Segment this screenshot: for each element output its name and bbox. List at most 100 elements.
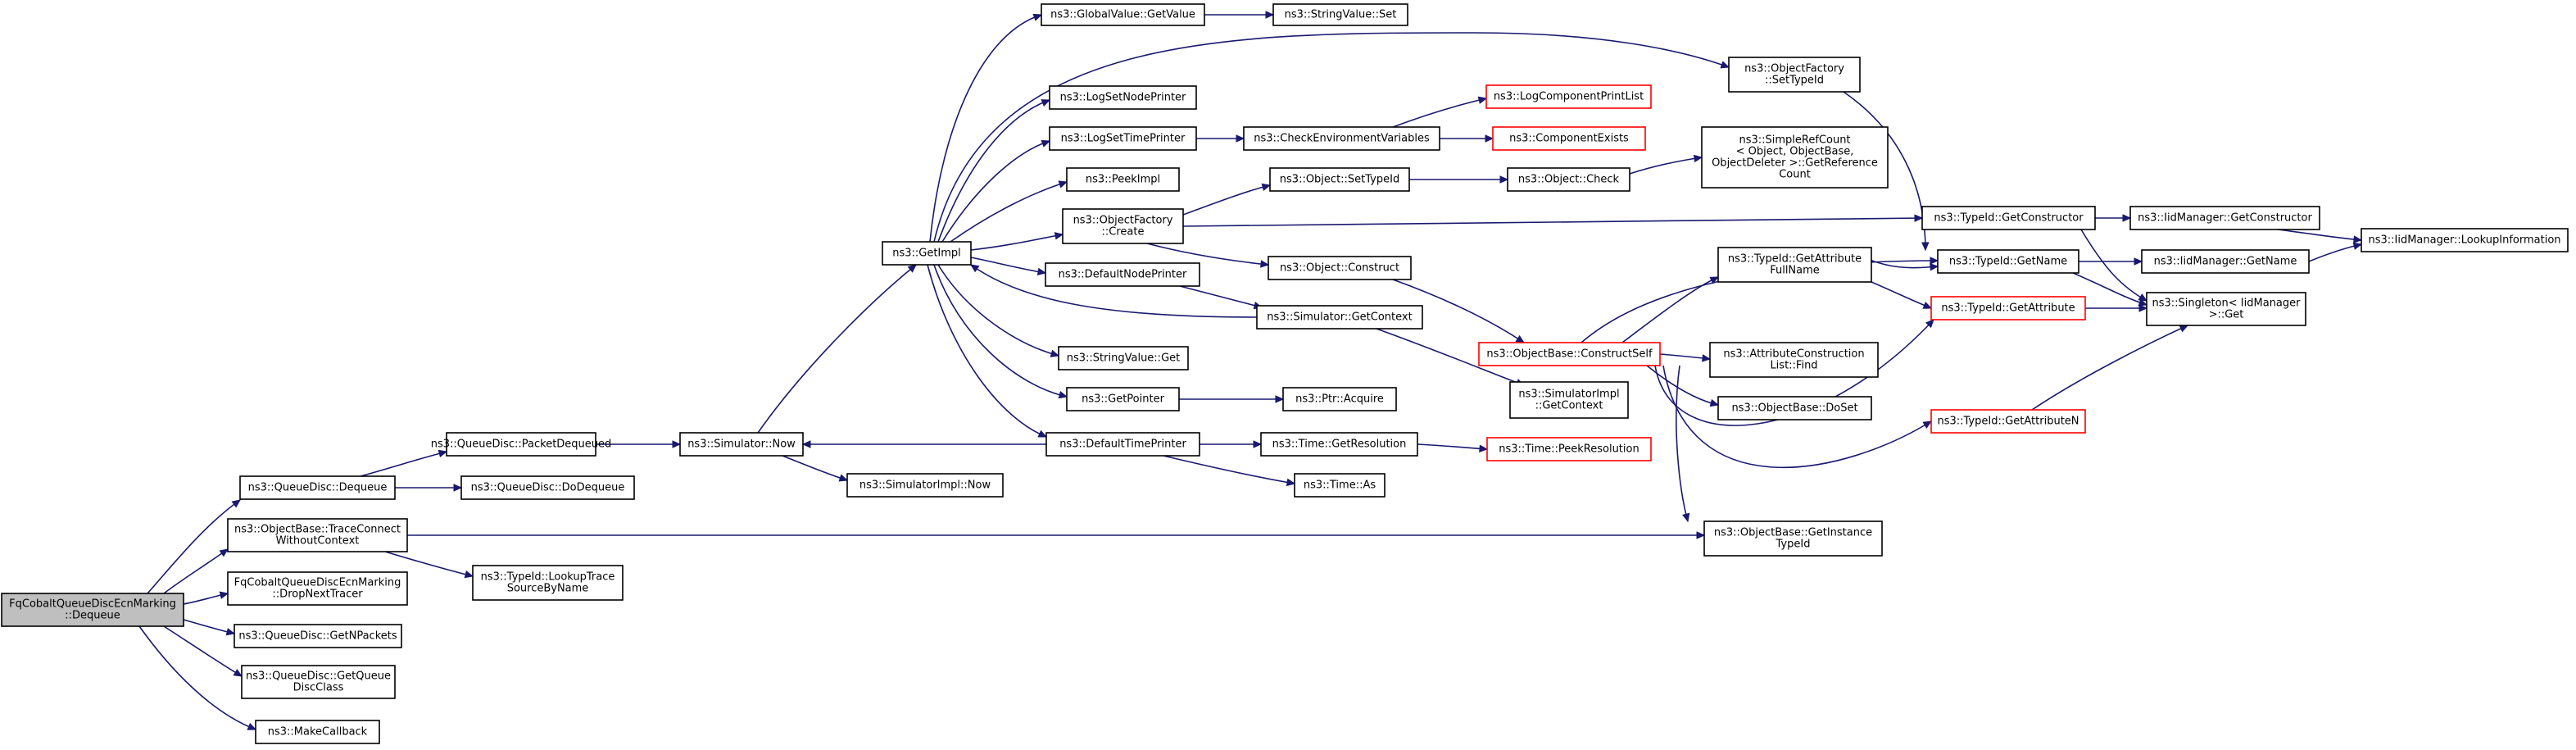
node-make-callback[interactable]: ns3::MakeCallback (255, 720, 380, 744)
node-object-factory-create[interactable]: ns3::ObjectFactory::Create (1062, 208, 1184, 244)
node-sim-now[interactable]: ns3::Simulator::Now (679, 432, 804, 457)
edge-object_factory_create-to-object_set_type_id (1182, 183, 1272, 216)
node-iid-lookup-information[interactable]: ns3::IidManager::LookupInformation (2361, 228, 2569, 252)
edge-line (927, 264, 1047, 438)
node-log-component-print-list[interactable]: ns3::LogComponentPrintList (1485, 84, 1652, 109)
node-string-value-get[interactable]: ns3::StringValue::Get (1058, 346, 1189, 370)
edge-get_impl-to-object_factory_create (970, 232, 1064, 251)
node-label: ns3::TypeId::GetAttribute (1728, 253, 1862, 266)
node-typeid-get-attribute[interactable]: ns3::TypeId::GetAttribute (1930, 296, 2086, 320)
node-do-dequeue[interactable]: ns3::QueueDisc::DoDequeue (460, 475, 635, 500)
node-check-env-vars[interactable]: ns3::CheckEnvironmentVariables (1243, 126, 1440, 151)
arrow-head (1050, 349, 1060, 357)
node-box (1921, 206, 2096, 230)
node-box (1243, 126, 1440, 151)
node-box (1058, 346, 1189, 370)
node-log-set-node-printer[interactable]: ns3::LogSetNodePrinter (1049, 85, 1197, 110)
edge-object_factory_create-to-typeid_get_constructor (1182, 214, 1924, 227)
node-label: ns3::SimulatorImpl (1518, 389, 1619, 401)
edge-line (1417, 443, 1488, 450)
node-object-set-type-id[interactable]: ns3::Object::SetTypeId (1269, 167, 1410, 192)
node-typeid-get-constructor[interactable]: ns3::TypeId::GetConstructor (1921, 206, 2096, 230)
edge-line (1182, 184, 1271, 216)
node-component-exists[interactable]: ns3::ComponentExists (1492, 126, 1646, 151)
node-get-impl[interactable]: ns3::GetImpl (882, 241, 972, 266)
arrow-head (1925, 319, 1934, 329)
arrow-head (1696, 531, 1706, 539)
node-typeid-get-attribute-n[interactable]: ns3::TypeId::GetAttributeN (1930, 409, 2086, 434)
node-label: ns3::IidManager::GetConstructor (2138, 212, 2312, 225)
node-label: ObjectDeleter >::GetReference (1712, 157, 1878, 170)
node-label: ns3::ObjectBase::GetInstance (1714, 527, 1872, 539)
edge-line (941, 140, 1050, 243)
node-default-node-printer[interactable]: ns3::DefaultNodePrinter (1045, 262, 1200, 287)
node-label: ns3::Object::SetTypeId (1280, 174, 1399, 186)
node-label: ns3::MakeCallback (268, 726, 368, 739)
node-default-time-printer[interactable]: ns3::DefaultTimePrinter (1045, 432, 1200, 457)
node-box (1930, 296, 2086, 320)
node-label: ns3::ObjectBase::DoSet (1731, 402, 1857, 415)
node-trace-connect[interactable]: ns3::ObjectBase::TraceConnectWithoutCont… (227, 518, 408, 552)
node-box (679, 432, 804, 457)
edge-default_node_printer-to-sim_get_context (1179, 285, 1263, 310)
node-typeid-get-name[interactable]: ns3::TypeId::GetName (1937, 249, 2079, 274)
edge-line (1163, 455, 1295, 484)
edge-line (757, 264, 917, 434)
arrow-head (1702, 354, 1712, 362)
edge-construct_self-to-typeid_get_attribute (1654, 319, 1934, 426)
node-simimpl-get-context[interactable]: ns3::SimulatorImpl::GetContext (1509, 381, 1629, 419)
arrow-head (1682, 512, 1690, 523)
node-label: ns3::DefaultTimePrinter (1059, 439, 1186, 451)
node-drop-next-tracer[interactable]: FqCobaltQueueDiscEcnMarking::DropNextTra… (227, 571, 408, 606)
node-box (1062, 208, 1184, 244)
node-log-set-time-printer[interactable]: ns3::LogSetTimePrinter (1049, 126, 1197, 151)
node-object-check[interactable]: ns3::Object::Check (1507, 167, 1630, 192)
arrow-head (1041, 99, 1051, 107)
node-get-npackets[interactable]: ns3::QueueDisc::GetNPackets (234, 624, 402, 648)
node-label: ns3::TypeId::GetName (1949, 256, 2067, 268)
node-iid-get-constructor[interactable]: ns3::IidManager::GetConstructor (2129, 206, 2320, 230)
node-qd-dequeue[interactable]: ns3::QueueDisc::Dequeue (239, 475, 396, 500)
node-label: ns3::QueueDisc::DoDequeue (471, 482, 625, 494)
node-construct-self[interactable]: ns3::ObjectBase::ConstructSelf (1478, 342, 1661, 366)
node-sim-get-context[interactable]: ns3::Simulator::GetContext (1256, 305, 1423, 330)
edge-construct_self-to-object_base_do_set (1646, 365, 1720, 407)
node-label: ns3::Simulator::GetContext (1267, 311, 1412, 324)
node-time-get-resolution[interactable]: ns3::Time::GetResolution (1260, 432, 1418, 457)
arrow-head (219, 591, 229, 599)
edge-line (970, 234, 1064, 251)
node-object-factory-set-type-id[interactable]: ns3::ObjectFactory::SetTypeId (1728, 57, 1861, 93)
edge-line (2277, 229, 2362, 241)
node-box (1256, 305, 1423, 330)
node-root[interactable]: FqCobaltQueueDiscEcnMarking::Dequeue (1, 593, 184, 627)
node-label: ns3::LogSetNodePrinter (1060, 92, 1186, 104)
node-get-pointer[interactable]: ns3::GetPointer (1066, 387, 1180, 411)
node-label: ns3::Time::PeekResolution (1499, 443, 1639, 456)
arrow-head (1477, 96, 1488, 104)
node-object-construct[interactable]: ns3::Object::Construct (1268, 256, 1412, 280)
node-object-base-do-set[interactable]: ns3::ObjectBase::DoSet (1717, 396, 1872, 420)
node-ptr-acquire[interactable]: ns3::Ptr::Acquire (1282, 387, 1397, 411)
arrow-head (2138, 304, 2148, 312)
node-box (1485, 84, 1652, 109)
node-string-value-set[interactable]: ns3::StringValue::Set (1272, 3, 1408, 26)
node-packet-dequeued[interactable]: ns3::QueueDisc::PacketDequeued (431, 432, 612, 457)
node-simimpl-now[interactable]: ns3::SimulatorImpl::Now (846, 473, 1004, 498)
node-simple-ref-count[interactable]: ns3::SimpleRefCount< Object, ObjectBase,… (1701, 126, 1889, 189)
arrow-head (672, 440, 682, 448)
edge-trace_connect-to-lookup_trace (384, 551, 474, 579)
node-peek-impl[interactable]: ns3::PeekImpl (1066, 167, 1180, 192)
arrow-head (1260, 260, 1270, 268)
node-label: ns3::ComponentExists (1509, 133, 1629, 145)
node-global-get-value[interactable]: ns3::GlobalValue::GetValue (1041, 3, 1205, 26)
node-time-as[interactable]: ns3::Time::As (1294, 473, 1386, 498)
arrow-head (969, 264, 980, 273)
node-iid-get-name[interactable]: ns3::IidManager::GetName (2141, 249, 2310, 274)
node-time-peek-resolution[interactable]: ns3::Time::PeekResolution (1486, 437, 1652, 461)
node-singleton-get[interactable]: ns3::Singleton< IidManager>::Get (2146, 292, 2306, 326)
